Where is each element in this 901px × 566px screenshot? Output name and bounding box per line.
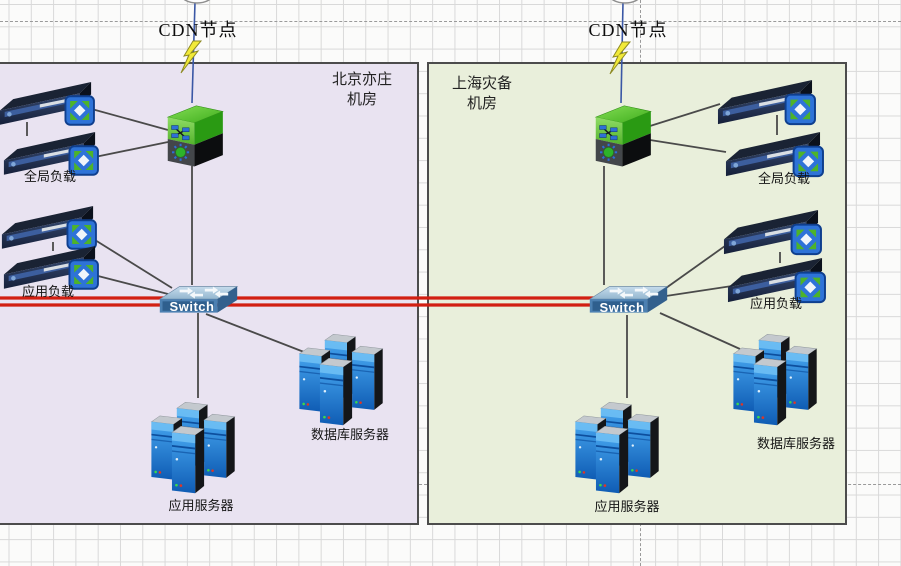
label-switch-beijing: Switch <box>169 299 215 314</box>
app-server-cluster-beijing[interactable] <box>151 402 234 493</box>
room-title-shanghai-line2: 机房 <box>466 96 497 112</box>
cloud-icon-beijing[interactable] <box>181 0 213 4</box>
app-server-cluster-shanghai[interactable] <box>575 402 658 493</box>
label-cdn-right: CDN节点 <box>588 20 668 40</box>
label-cdn-left: CDN节点 <box>158 20 238 40</box>
label-db-server-beijing: 数据库服务器 <box>310 427 389 442</box>
label-app-server-beijing: 应用服务器 <box>168 498 234 513</box>
room-title-shanghai-line1: 上海灾备 <box>451 76 512 92</box>
app-lb-1-beijing[interactable] <box>0 205 97 250</box>
cdn-router-beijing[interactable] <box>166 104 224 168</box>
room-title-beijing: 北京亦庄 机房 <box>310 70 414 110</box>
global-lb-2-shanghai[interactable] <box>724 131 824 178</box>
app-lb-2-beijing[interactable] <box>2 245 99 290</box>
room-title-beijing-line1: 北京亦庄 <box>331 72 392 88</box>
label-db-server-shanghai: 数据库服务器 <box>756 436 835 451</box>
cloud-icon-shanghai[interactable] <box>609 0 641 4</box>
label-app-lb-shanghai: 应用负载 <box>749 296 802 311</box>
global-lb-1-shanghai[interactable] <box>716 79 816 126</box>
room-title-shanghai: 上海灾备 机房 <box>430 74 534 114</box>
trunk-link-red <box>0 296 616 307</box>
cdn-router-shanghai[interactable] <box>594 104 652 168</box>
label-switch-shanghai: Switch <box>599 300 645 315</box>
global-lb-1-beijing[interactable] <box>0 81 95 126</box>
label-global-lb-beijing: 全局负载 <box>23 169 76 184</box>
room-title-beijing-line2: 机房 <box>346 92 377 108</box>
lightning-icon-shanghai <box>609 41 631 75</box>
connector-lines <box>26 103 781 398</box>
app-lb-1-shanghai[interactable] <box>722 209 822 256</box>
db-server-cluster-shanghai[interactable] <box>733 334 816 425</box>
label-app-lb-beijing: 应用负载 <box>21 284 74 299</box>
label-app-server-shanghai: 应用服务器 <box>594 499 660 514</box>
label-global-lb-shanghai: 全局负载 <box>757 171 810 186</box>
lightning-icon-beijing <box>180 40 202 74</box>
db-server-cluster-beijing[interactable] <box>299 334 382 425</box>
page-break-line-top <box>0 21 901 22</box>
